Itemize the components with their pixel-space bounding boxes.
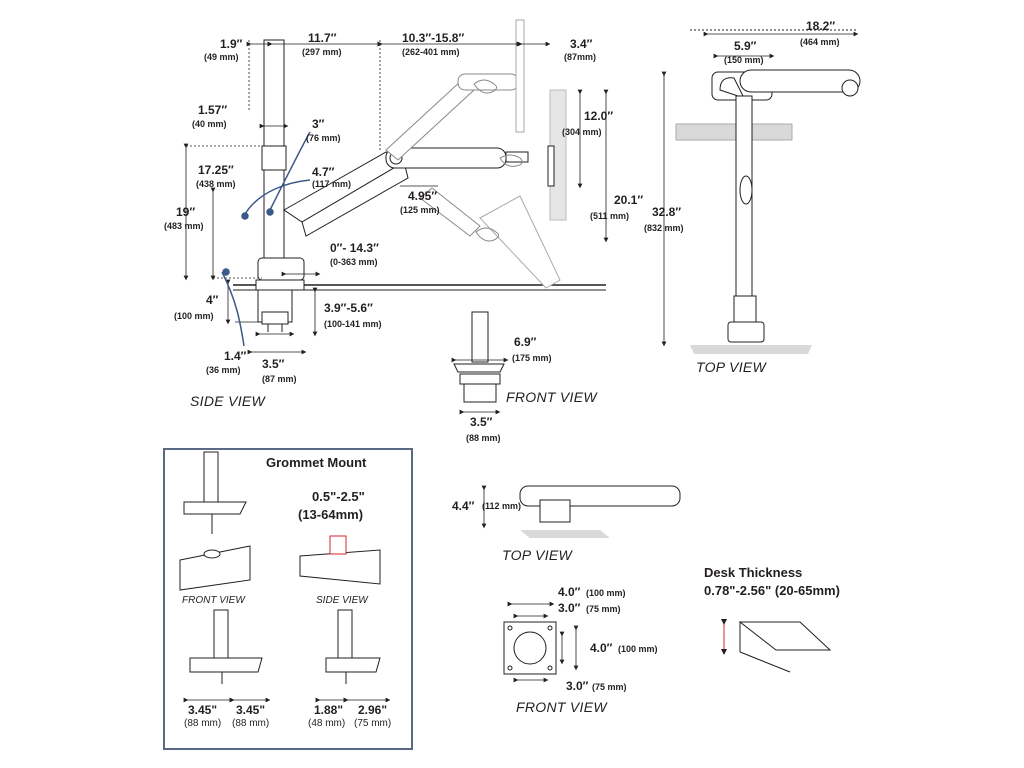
top-view-title: TOP VIEW: [696, 359, 767, 375]
dim-front-clamp: 3.5″: [470, 415, 493, 429]
dim-lift: 12.0″: [584, 109, 614, 123]
dim-monitor-depth-mm: (87mm): [564, 52, 597, 62]
dim-front-base-mm: (175 mm): [512, 353, 552, 363]
dim-clamp-depth: 4″: [206, 293, 219, 307]
dim-callout-3: 3″: [312, 117, 325, 131]
dim-pole-width-mm: (49 mm): [204, 52, 239, 62]
top-view-2-drawing: [481, 485, 681, 538]
dim-base-width-mm: (87 mm): [262, 374, 297, 384]
dim-clamp-depth-mm: (100 mm): [174, 311, 214, 321]
dim-max-height-mm: (511 mm): [590, 211, 630, 221]
vesa-dim-3: 4.0″: [590, 641, 613, 655]
dim-monitor-depth: 3.4″: [570, 37, 593, 51]
top-view-2-title: TOP VIEW: [502, 547, 573, 563]
side-view-dimensions: [183, 40, 609, 355]
grommet-side-dim-1: 1.88": [314, 703, 344, 717]
grommet-front-dim-2: 3.45": [236, 703, 266, 717]
dim-top-span-mm: (464 mm): [800, 37, 840, 47]
dim-clamp-range: 3.9″-5.6″: [324, 301, 373, 315]
dim-max-height: 20.1″: [614, 193, 644, 207]
dim-extension-mm: (0-363 mm): [330, 257, 378, 267]
vesa-plate-drawing: [503, 601, 579, 683]
dim-arm-length-mm: (297 mm): [302, 47, 342, 57]
dim-base-width: 3.5″: [262, 357, 285, 371]
dim-front-clamp-mm: (88 mm): [466, 433, 501, 443]
desk-thickness-range: 0.78"-2.56" (20-65mm): [704, 583, 840, 598]
dim-clamp-range-mm: (100-141 mm): [324, 319, 382, 329]
dim-pole-height: 17.25″: [198, 163, 234, 177]
vesa-dim-3-mm: (100 mm): [618, 644, 658, 654]
grommet-front-dim-1: 3.45": [188, 703, 218, 717]
dim-top-span: 18.2″: [806, 19, 836, 33]
grommet-side-dim-2: 2.96": [358, 703, 388, 717]
dim-pole-height-mm: (438 mm): [196, 179, 236, 189]
dim-tilt-offset: 4.95″: [408, 189, 438, 203]
side-view-callouts: [221, 131, 311, 347]
dim-top-base-mm: (150 mm): [724, 55, 764, 65]
desk-thickness-drawing: [721, 619, 832, 673]
vesa-dim-1: 4.0″: [558, 585, 581, 599]
grommet-side-dim-1-mm: (48 mm): [308, 718, 346, 729]
dim-reach-mm: (262-401 mm): [402, 47, 460, 57]
desk-thickness-title: Desk Thickness: [704, 565, 803, 580]
grommet-side-view-title: SIDE VIEW: [316, 595, 368, 606]
vesa-dim-4-mm: (75 mm): [592, 682, 627, 692]
dim-pole-width: 1.9″: [220, 37, 243, 51]
top-view-drawing: [661, 29, 861, 354]
dim-lift-mm: (304 mm): [562, 127, 602, 137]
dim-clamp-width-mm: (36 mm): [206, 365, 241, 375]
dim-clamp-width: 1.4″: [224, 349, 247, 363]
dim-tilt-offset-mm: (125 mm): [400, 205, 440, 215]
grommet-front-dim-2-mm: (88 mm): [232, 718, 270, 729]
dim-collar: 1.57″: [198, 103, 228, 117]
dim-callout-3-mm: (76 mm): [306, 133, 341, 143]
grommet-box: [163, 448, 413, 750]
front-view-drawing: [451, 311, 509, 415]
dim-total-height-mm: (483 mm): [164, 221, 204, 231]
vesa-dim-2: 3.0″: [558, 601, 581, 615]
vesa-dim-4: 3.0″: [566, 679, 589, 693]
dim-callout-4-7: 4.7″: [312, 165, 335, 179]
dim-callout-4-7-mm: (117 mm): [312, 179, 352, 189]
side-view-drawing: [233, 19, 606, 332]
dim-top2-height-mm: (112 mm): [482, 501, 522, 511]
dim-reach: 10.3″-15.8″: [402, 31, 465, 45]
front-view-title: FRONT VIEW: [506, 389, 597, 405]
dim-top2-height: 4.4″: [452, 499, 475, 513]
dim-arm-length: 11.7″: [308, 31, 337, 45]
dim-collar-mm: (40 mm): [192, 119, 227, 129]
dim-total-height: 19″: [176, 205, 196, 219]
grommet-range-mm: (13-64mm): [298, 507, 364, 522]
grommet-side-dim-2-mm: (75 mm): [354, 718, 392, 729]
vesa-dim-1-mm: (100 mm): [586, 588, 626, 598]
vesa-dim-2-mm: (75 mm): [586, 604, 621, 614]
dim-top-base: 5.9″: [734, 39, 757, 53]
dim-extension: 0″- 14.3″: [330, 241, 379, 255]
grommet-range: 0.5"-2.5": [312, 489, 365, 504]
grommet-front-view-title: FRONT VIEW: [182, 595, 245, 606]
grommet-front-dim-1-mm: (88 mm): [184, 718, 222, 729]
vesa-view-title: FRONT VIEW: [516, 699, 607, 715]
dim-front-base: 6.9″: [514, 335, 537, 349]
side-view-title: SIDE VIEW: [190, 393, 266, 409]
dim-top-length-mm: (832 mm): [644, 223, 684, 233]
dim-top-length: 32.8″: [652, 205, 682, 219]
grommet-title: Grommet Mount: [266, 455, 367, 470]
